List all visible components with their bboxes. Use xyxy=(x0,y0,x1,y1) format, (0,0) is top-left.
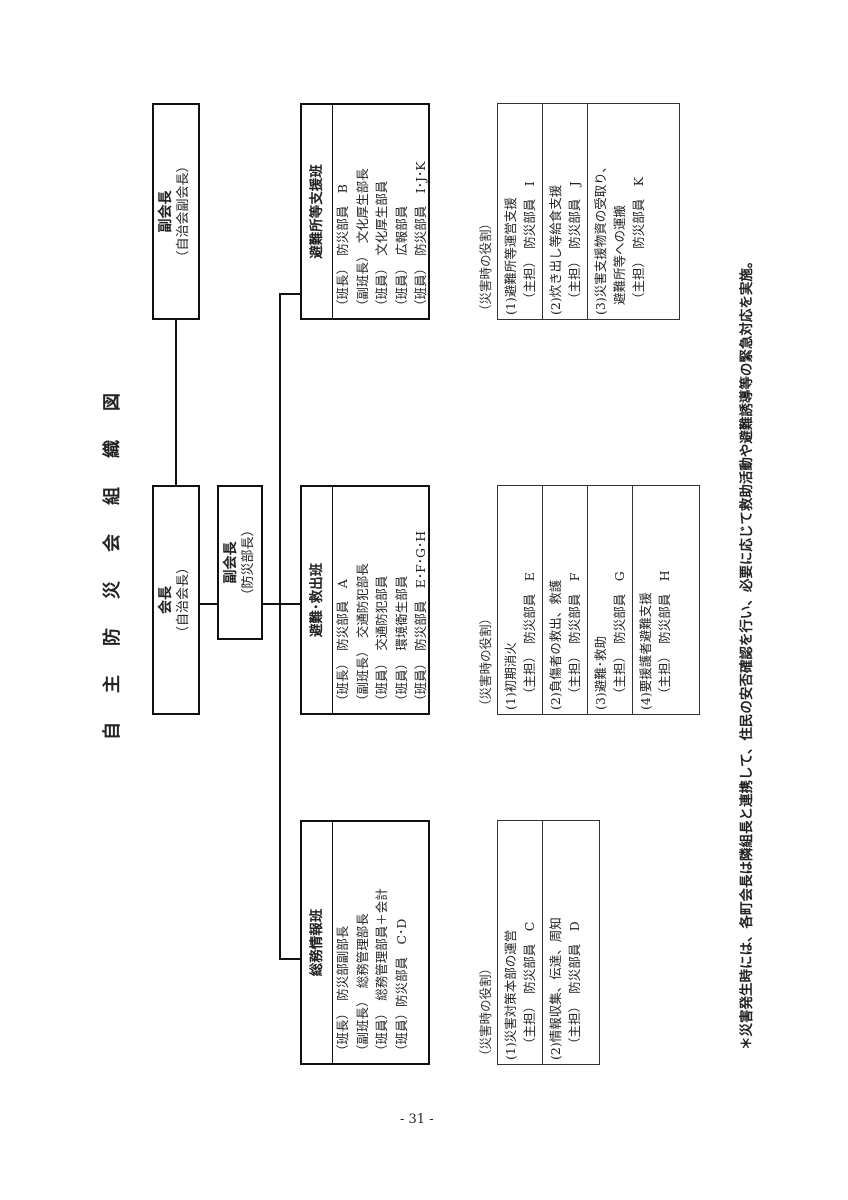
roles-box: (1)初期消火 （主担） 防災部員 E (2)負傷者の救出、救護 （主担） 防災部員… xyxy=(497,485,700,715)
role-task: (2)情報収集、伝達、周知 xyxy=(548,917,563,1060)
vice-chairman-disaster-box: 副会長 （防災部長） xyxy=(217,485,263,640)
vice-chairman-assoc-box: 副会長 （自治会副会長） xyxy=(152,103,200,320)
team-member: （班長） 防災部員 B xyxy=(335,184,350,312)
team-member: （班員） 防災部員 E･F･G･H xyxy=(413,530,428,707)
roles-box: (1)災害対策本部の運営 （主担） 防災部員 C (2)情報収集、伝達、周知 （主担… xyxy=(497,820,600,1065)
team-member: （班員） 文化厚生部員 xyxy=(374,180,389,312)
role-lead: （主担） 防災部員 G xyxy=(612,571,627,700)
connector-line xyxy=(200,603,217,605)
team-name: 避難･救出班 xyxy=(302,487,333,713)
role-item: (2)負傷者の救出、救護 （主担） 防災部員 F xyxy=(543,486,588,714)
page-title: 自主防災会組織図 xyxy=(102,364,123,740)
role-lead: （主担） 防災部員 H xyxy=(657,570,672,700)
roles-box: (1)避難所等運営支援 （主担） 防災部員 I (2)炊き出し等給食支援 （主担） … xyxy=(497,103,680,320)
role-item: (2)炊き出し等給食支援 （主担） 防災部員 J xyxy=(543,104,588,319)
team-evacuation-rescue: 避難･救出班 （班長） 防災部員 A （副班長） 交通防犯部長 （班員） 交通防… xyxy=(300,485,430,715)
vice-assoc-title: 副会長 xyxy=(158,190,174,233)
roles-label: （災害時の役割） xyxy=(478,216,493,317)
connector-line xyxy=(263,603,280,605)
team-member: （班員） 環境衛生部員 xyxy=(393,575,409,707)
vice-disaster-title: 副会長 xyxy=(223,541,239,584)
role-item: (3)災害支援物資の受取り、避難所等への運搬 （主担） 防災部員 K xyxy=(588,104,651,319)
role-item: (2)情報収集、伝達、周知 （主担） 防災部員 D xyxy=(543,821,587,1064)
role-lead: （主担） 防災部員 K xyxy=(631,176,646,305)
page-number: - 31 - xyxy=(400,1112,434,1127)
team-member: （班員） 交通防犯部員 xyxy=(374,575,389,707)
team-name: 避難所等支援班 xyxy=(302,105,333,318)
chairman-title: 会長 xyxy=(158,586,174,614)
chairman-sub: （自治会長） xyxy=(176,561,191,640)
team-member: （班員） 総務管理部員＋会計 xyxy=(374,888,389,1057)
roles-label: （災害時の役割） xyxy=(478,611,493,712)
footnote: ＊災害発生時には、各町会長は隣組長と連携して、住民の安否確認を行い、必要に応じて… xyxy=(739,254,755,1050)
team-member: （副班長） 文化厚生部長 xyxy=(354,168,370,312)
role-lead: （主担） 防災部員 I xyxy=(522,181,537,305)
role-lead: （主担） 防災部員 D xyxy=(567,921,582,1050)
role-item: (1)災害対策本部の運営 （主担） 防災部員 C xyxy=(498,821,543,1064)
vice-assoc-sub: （自治会副会長） xyxy=(176,159,191,264)
role-task: (3)災害支援物資の受取り、 xyxy=(593,160,608,315)
org-chart-rotated: 自主防災会組織図 会長 （自治会長） 副会長 （防災部長） 副会長 （自治会副会… xyxy=(90,40,770,1140)
role-item: (4)要援護者避難支援 （主担） 防災部員 H xyxy=(633,486,677,714)
branch-line xyxy=(279,295,281,960)
team-member: （班長） 防災部副部長 xyxy=(335,925,350,1057)
team-shelter-support: 避難所等支援班 （班長） 防災部員 B （副班長） 文化厚生部長 （班員） 文化… xyxy=(300,103,430,320)
vice-disaster-sub: （防災部長） xyxy=(241,523,256,602)
connector-line xyxy=(279,958,300,960)
team-member: （班員）防災部員 C･D xyxy=(393,918,409,1057)
roles-label: （災害時の役割） xyxy=(478,961,493,1062)
role-item: (3)避難･救助 （主担） 防災部員 G xyxy=(588,486,633,714)
role-item: (1)初期消火 （主担） 防災部員 E xyxy=(498,486,543,714)
team-name: 総務情報班 xyxy=(302,822,333,1063)
role-task: (4)要援護者避難支援 xyxy=(638,592,653,710)
role-task: (1)初期消火 xyxy=(503,642,518,710)
role-lead: （主担） 防災部員 E xyxy=(522,572,537,700)
role-lead: （主担） 防災部員 F xyxy=(567,572,582,700)
team-member: （班員） 防災部員 I･J･K xyxy=(413,161,428,312)
connector-line xyxy=(279,293,300,295)
role-task: (3)避難･救助 xyxy=(593,636,608,710)
connector-line xyxy=(279,603,300,605)
team-member: （班員） 広報部員 xyxy=(393,205,409,312)
team-member: （班長） 防災部員 A xyxy=(335,579,350,707)
chairman-box: 会長 （自治会長） xyxy=(152,485,200,715)
role-item: (1)避難所等運営支援 （主担） 防災部員 I xyxy=(498,104,543,319)
team-general-info: 総務情報班 （班長） 防災部副部長 （副班長） 総務管理部長 （班員） 総務管理… xyxy=(300,820,430,1065)
role-task-cont: 避難所等への運搬 xyxy=(612,204,627,305)
team-member: （副班長） 総務管理部長 xyxy=(354,913,370,1057)
role-task: (2)負傷者の救出、救護 xyxy=(548,579,563,710)
role-lead: （主担） 防災部員 J xyxy=(567,181,582,305)
role-task: (1)避難所等運営支援 xyxy=(503,197,518,315)
connector-line xyxy=(175,320,177,485)
role-task: (1)災害対策本部の運営 xyxy=(503,929,518,1060)
role-task: (2)炊き出し等給食支援 xyxy=(548,184,563,315)
role-lead: （主担） 防災部員 C xyxy=(522,921,537,1050)
team-member: （副班長） 交通防犯部長 xyxy=(354,563,370,707)
